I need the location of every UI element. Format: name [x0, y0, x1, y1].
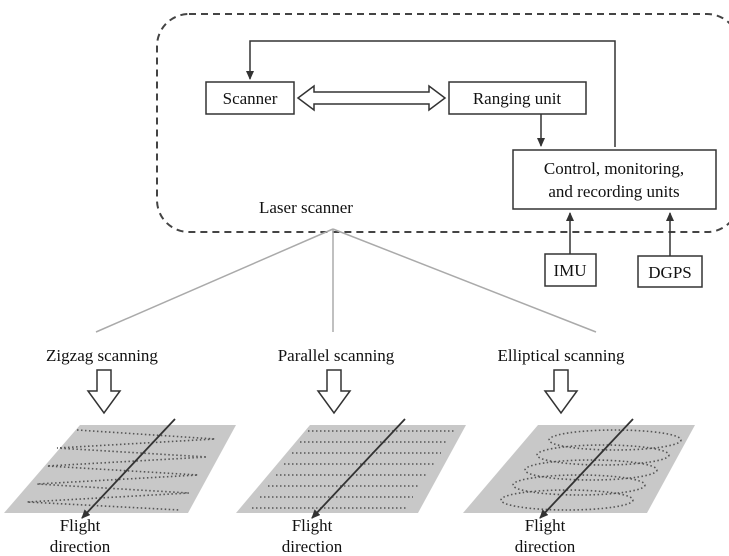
down-arrow-elliptical — [543, 369, 579, 415]
feedback-arrow — [246, 40, 616, 147]
flight-label-parallel-line1: Flight — [292, 516, 333, 535]
control-label-line1: Control, monitoring, — [544, 159, 684, 178]
control-box — [512, 149, 717, 210]
down-arrow-zigzag — [86, 369, 122, 415]
laser-scanner-label: Laser scanner — [259, 198, 353, 217]
control-label-line2: and recording units — [548, 182, 679, 201]
ground-zigzag — [4, 425, 236, 513]
ground-elliptical — [463, 425, 695, 513]
dgps-label: DGPS — [648, 263, 691, 282]
bidirectional-arrow — [296, 84, 447, 112]
flight-label-zigzag-line1: Flight — [60, 516, 101, 535]
scan-points-parallel — [252, 430, 455, 509]
ranging-unit-box — [448, 81, 587, 115]
flight-label-zigzag-line2: direction — [50, 537, 111, 556]
ground-parallel — [236, 425, 466, 513]
flight-label-elliptical-line2: direction — [515, 537, 576, 556]
fan-lines — [95, 228, 597, 333]
flight-arrow-parallel — [311, 418, 406, 519]
ranging-unit-label: Ranging unit — [473, 89, 562, 108]
scan-points-zigzag — [26, 429, 216, 511]
flight-arrow-zigzag — [81, 418, 176, 519]
down-arrow-parallel — [316, 369, 352, 415]
flight-label-parallel-line2: direction — [282, 537, 343, 556]
scan-points-elliptical — [500, 429, 682, 511]
pattern-label-elliptical: Elliptical scanning — [498, 346, 625, 365]
scanner-label: Scanner — [223, 89, 278, 108]
laser-scanner-enclosure — [156, 13, 729, 233]
imu-label: IMU — [553, 261, 586, 280]
pattern-label-parallel: Parallel scanning — [278, 346, 395, 365]
scanner-box — [205, 81, 295, 115]
pattern-label-zigzag: Zigzag scanning — [46, 346, 158, 365]
flight-arrow-elliptical — [539, 418, 634, 519]
imu-box — [544, 253, 597, 287]
flight-label-elliptical-line1: Flight — [525, 516, 566, 535]
